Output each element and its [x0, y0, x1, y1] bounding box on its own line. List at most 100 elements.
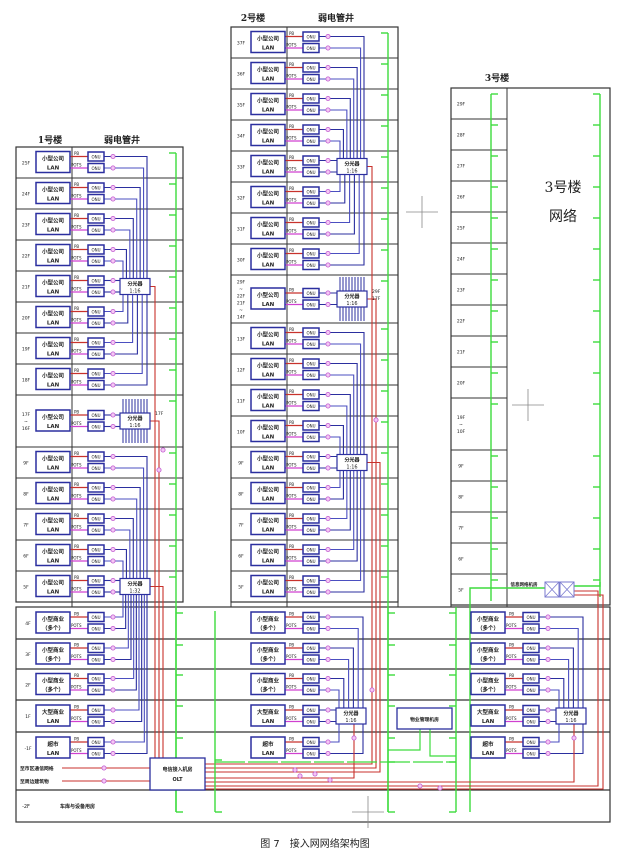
device-name: 小型公司	[257, 159, 279, 167]
device-name: 小型公司	[257, 291, 279, 299]
onu-box	[87, 451, 105, 462]
onu-box	[522, 673, 540, 684]
device-name: 小型公司	[257, 393, 279, 401]
onu-port-icon	[325, 262, 331, 268]
onu-label: ONU	[91, 497, 100, 502]
pots-label: POTS	[286, 370, 297, 375]
onu-port-icon	[325, 45, 331, 51]
fiber-joint-icon	[297, 773, 303, 779]
onu-fiber-line	[319, 470, 355, 551]
onu-port-icon	[110, 589, 116, 595]
device-box	[35, 481, 71, 505]
onu-fiber-line	[319, 689, 340, 708]
onu-box	[522, 611, 540, 623]
onu-label: ONU	[526, 719, 535, 724]
floor-label: 30F	[237, 258, 246, 264]
onu-label: ONU	[91, 454, 100, 459]
device-box	[35, 450, 71, 474]
onu-fiber-line	[539, 677, 565, 708]
device-type: LAN	[47, 321, 60, 327]
onu-port-icon	[110, 258, 116, 264]
feeder-fiber-line	[150, 420, 160, 758]
onu-label: ONU	[91, 321, 100, 326]
device-box	[35, 150, 71, 174]
onu-fiber-line	[539, 689, 560, 708]
onu-box	[87, 224, 105, 236]
onu-box	[302, 642, 320, 654]
onu-label: ONU	[306, 392, 315, 397]
network-link-line	[388, 729, 421, 751]
onu-label: ONU	[306, 719, 315, 724]
device-box	[35, 305, 71, 329]
onu-label: ONU	[91, 185, 100, 190]
floor-label: 32F	[237, 196, 246, 202]
device-box	[35, 642, 71, 665]
onu-port-icon	[325, 626, 331, 632]
onu-box	[302, 586, 320, 598]
onu-label: ONU	[91, 466, 100, 471]
device-type: LAN	[262, 302, 275, 308]
onu-port-icon	[110, 645, 116, 651]
optical-splitter	[555, 707, 587, 725]
device-box	[250, 388, 286, 412]
pb-label: PB	[289, 544, 294, 549]
onu-label: ONU	[91, 383, 100, 388]
device-box	[250, 357, 286, 381]
floor-label: 25F	[457, 226, 466, 232]
onu-box	[87, 244, 105, 255]
onu-box	[522, 642, 540, 654]
onu-port-icon	[325, 157, 331, 163]
onu-label: ONU	[91, 166, 100, 171]
onu-fiber-line	[104, 186, 141, 279]
onu-label: ONU	[306, 220, 315, 225]
device-type: LAN	[47, 719, 60, 725]
pots-label: POTS	[286, 716, 297, 721]
onu-box	[302, 155, 320, 166]
floor-label: 9F	[23, 461, 29, 467]
pb-label: PB	[74, 643, 79, 648]
onu-fiber-line	[539, 724, 560, 743]
device-box	[250, 419, 286, 443]
onu-port-icon	[110, 751, 116, 757]
onu-port-icon	[110, 547, 116, 553]
splitter-ratio: 1:16	[129, 423, 140, 429]
onu-fiber-line	[104, 260, 124, 279]
onu-label: ONU	[91, 154, 100, 159]
onu-port-icon	[325, 301, 331, 307]
pb-label: PB	[289, 482, 294, 487]
onu-label: ONU	[91, 228, 100, 233]
device-box	[250, 326, 286, 350]
fiber-joint-icon	[373, 417, 379, 423]
onu-port-icon	[325, 290, 331, 296]
onu-port-icon	[545, 687, 551, 693]
onu-port-icon	[545, 676, 551, 682]
onu-box	[302, 482, 320, 493]
onu-box	[87, 544, 105, 555]
onu-port-icon	[110, 453, 116, 459]
pb-label: PB	[74, 737, 79, 742]
onu-port-icon	[110, 516, 116, 522]
device-type: LAN	[262, 590, 275, 596]
onu-port-icon	[325, 76, 331, 82]
pots-label: POTS	[506, 748, 517, 753]
device-type: （多个）	[42, 686, 64, 694]
onu-label: ONU	[91, 485, 100, 490]
onu-fiber-line	[104, 594, 148, 755]
device-box	[35, 512, 71, 536]
onu-label: ONU	[306, 361, 315, 366]
onu-label: ONU	[306, 657, 315, 662]
onu-port-icon	[545, 739, 551, 745]
pots-label: POTS	[286, 229, 297, 234]
floor-label: 23F	[22, 223, 31, 229]
pots-label: POTS	[506, 623, 517, 628]
external-link-label: 至市区通信网络	[20, 765, 54, 772]
network-link-line	[429, 729, 456, 757]
onu-fiber-line	[319, 470, 365, 593]
onu-label: ONU	[91, 646, 100, 651]
onu-box	[522, 704, 540, 716]
device-name: 小型公司	[257, 190, 279, 198]
pots-label: POTS	[286, 299, 297, 304]
device-name: 小型公司	[42, 248, 64, 256]
pb-label: PB	[289, 612, 294, 617]
onu-box	[302, 358, 320, 369]
